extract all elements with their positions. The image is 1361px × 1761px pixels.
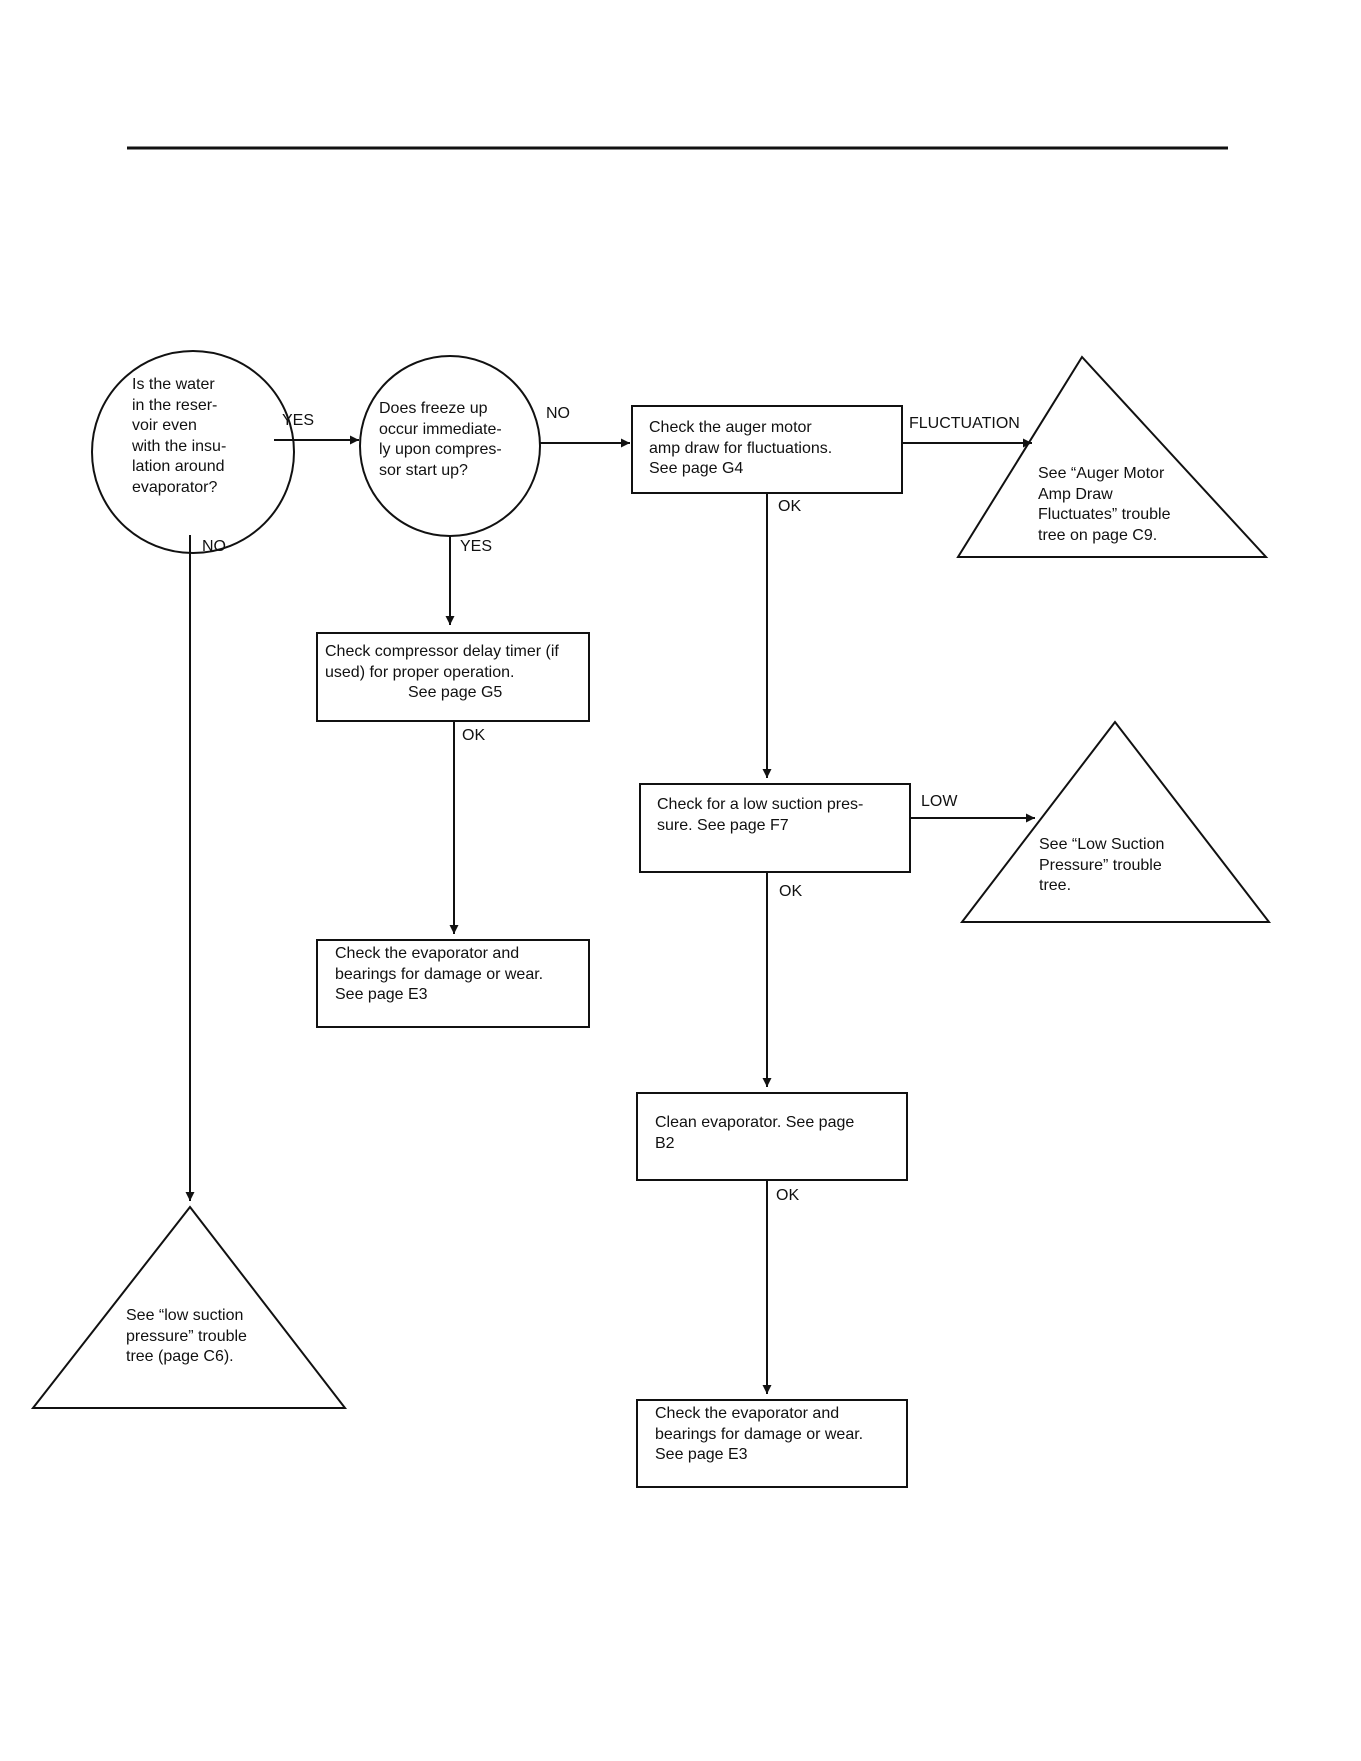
box-check-evaporator-2-text: Check the evaporator and bearings for dam… <box>655 1404 863 1466</box>
label-water-yes: YES <box>282 412 315 429</box>
node-text-line: used) for proper operation. <box>325 663 515 681</box>
decision-water-level <box>91 350 295 554</box>
node-text-line: Amp Draw <box>1038 485 1113 503</box>
node-text-line: pressure” trouble <box>126 1327 247 1345</box>
node-text-line: See page G4 <box>649 460 744 477</box>
node-text-line: Check compressor delay timer (if <box>325 643 559 660</box>
node-text-line: Is the water <box>132 376 215 393</box>
node-text-line: amp draw for fluctuations. <box>649 439 833 457</box>
box-check-timer-page-ref: See page G5 <box>408 684 503 701</box>
node-text-line: See page E3 <box>655 1446 748 1463</box>
box-check-timer-lines: Check compressor delay timer (if used) fo… <box>325 642 559 683</box>
triangle-low-suction-trouble-tree <box>959 720 1272 923</box>
node-text-line: tree. <box>1039 877 1072 894</box>
decision-water-level-text: Is the water in the reser-voir even with t… <box>132 375 226 498</box>
box-check-evaporator-1-text: Check the evaporator and bearings for dam… <box>335 944 543 1006</box>
box-check-timer-text: Check compressor delay timer (if used) fo… <box>325 642 559 704</box>
node-text-line: See page E3 <box>335 986 428 1003</box>
label-water-no: NO <box>202 538 226 555</box>
node-text-line: Fluctuates” trouble <box>1038 506 1171 523</box>
label-timer-ok: OK <box>462 727 486 744</box>
node-text-line: Clean evaporator. See page <box>655 1114 855 1131</box>
node-text-line: Pressure” trouble <box>1039 856 1162 874</box>
box-check-suction-text: Check for a low suction pres-sure. See p… <box>657 795 863 836</box>
node-text-line: tree (page C6). <box>126 1348 234 1365</box>
node-text-line: in the reser- <box>132 396 218 414</box>
node-text-line: See “Low Suction <box>1039 836 1165 853</box>
node-text-line: lation around <box>132 458 225 475</box>
label-auger-fluctuation: FLUCTUATION <box>909 415 1020 432</box>
node-text-line: bearings for damage or wear. <box>335 965 544 983</box>
label-suction-ok: OK <box>779 883 803 900</box>
node-text-line: Check the evaporator and <box>655 1405 840 1422</box>
node-text-line: Check for a low suction pres- <box>657 796 864 813</box>
label-freeze-yes: YES <box>460 538 493 555</box>
node-text-line: tree on page C9. <box>1038 526 1158 544</box>
node-text-line: with the insu- <box>132 437 227 455</box>
box-check-auger-text: Check the auger motor amp draw for fluctu… <box>649 418 832 480</box>
node-text-line: occur immediate- <box>379 420 502 438</box>
box-clean-evaporator <box>636 1092 908 1181</box>
triangle-auger-trouble-tree <box>956 355 1269 558</box>
node-text-line: evaporator? <box>132 478 218 496</box>
node-text-line: bearings for damage or wear. <box>655 1425 864 1443</box>
node-text-line: See “Auger Motor <box>1038 465 1165 482</box>
decision-freeze-up-text: Does freeze up occur immediate-ly upon co… <box>379 399 502 481</box>
node-text-line: sor start up? <box>379 461 468 479</box>
label-freeze-no: NO <box>546 405 570 422</box>
node-text-line: Check the auger motor <box>649 419 812 436</box>
label-suction-low: LOW <box>921 793 958 810</box>
box-check-evaporator-2 <box>636 1399 908 1488</box>
box-check-suction <box>639 783 911 873</box>
node-text-line: sure. See page F7 <box>657 816 789 834</box>
node-text-line: See “low suction <box>126 1307 244 1324</box>
triangle-low-suction-c6-text: See “low suction pressure” trouble tree (p… <box>126 1306 247 1368</box>
box-check-evaporator-1 <box>316 939 590 1028</box>
triangle-low-suction-c6 <box>30 1205 348 1409</box>
label-clean-ok: OK <box>776 1187 800 1204</box>
label-auger-ok: OK <box>778 498 802 515</box>
node-text-line: Does freeze up <box>379 400 488 417</box>
node-text-line: Check the evaporator and <box>335 945 520 962</box>
node-text-line: B2 <box>655 1134 675 1152</box>
node-text-line: ly upon compres- <box>379 441 502 458</box>
node-text-line: voir even <box>132 417 197 434</box>
